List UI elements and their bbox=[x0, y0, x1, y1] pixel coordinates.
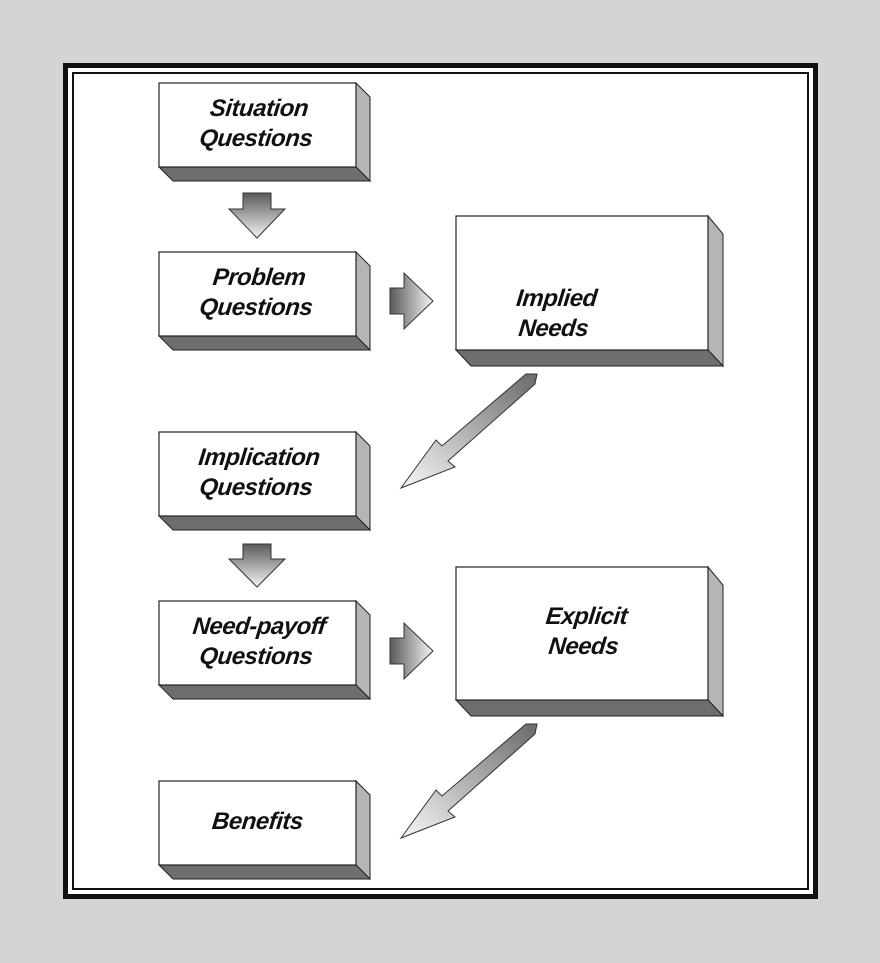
arrow-down-implication-to-need-payoff bbox=[227, 543, 287, 588]
label-line: Needs bbox=[547, 633, 620, 660]
label-problem-questions: Problem Questions bbox=[156, 263, 359, 323]
box-side bbox=[707, 214, 724, 368]
box-bottom bbox=[157, 864, 372, 880]
box-face bbox=[455, 566, 709, 701]
box-bottom bbox=[157, 166, 372, 182]
label-implied-needs: Implied Needs bbox=[477, 284, 633, 344]
label-benefits: Benefits bbox=[157, 807, 357, 837]
label-line: Implied bbox=[514, 285, 599, 312]
arrow-right-problem-to-implied bbox=[389, 271, 434, 331]
label-line: Explicit bbox=[544, 603, 629, 630]
box-benefits bbox=[157, 779, 372, 881]
box-face bbox=[158, 780, 357, 866]
box-bottom bbox=[157, 515, 372, 531]
label-line: Questions bbox=[198, 125, 314, 152]
arrow-diagonal-implied-to-implication bbox=[399, 373, 538, 490]
label-explicit-needs: Explicit Needs bbox=[502, 602, 668, 662]
label-line: Implication bbox=[197, 444, 322, 471]
box-bottom bbox=[454, 349, 725, 367]
arrow-down-situation-to-problem bbox=[227, 192, 287, 239]
label-implication-questions: Implication Questions bbox=[156, 443, 359, 503]
label-situation-questions: Situation Questions bbox=[156, 94, 359, 154]
label-line: Questions bbox=[198, 294, 314, 321]
box-bottom bbox=[454, 699, 725, 717]
box-explicit-needs bbox=[454, 565, 725, 718]
box-face bbox=[158, 251, 357, 337]
box-face bbox=[158, 431, 357, 517]
arrow-diagonal-explicit-to-benefits bbox=[399, 723, 538, 840]
inner-frame-line bbox=[72, 72, 809, 890]
label-line: Need-payoff bbox=[191, 613, 327, 640]
label-line: Problem bbox=[211, 264, 307, 291]
label-need-payoff-questions: Need-payoff Questions bbox=[156, 612, 359, 672]
arrow-right-need-payoff-to-explicit bbox=[389, 621, 434, 681]
box-face bbox=[158, 82, 357, 168]
box-bottom bbox=[157, 335, 372, 351]
box-side bbox=[355, 779, 371, 881]
box-situation-questions bbox=[157, 81, 372, 183]
label-line: Needs bbox=[517, 315, 590, 342]
box-implication-questions bbox=[157, 430, 372, 532]
box-implied-needs bbox=[454, 214, 725, 368]
box-bottom bbox=[157, 684, 372, 700]
box-face bbox=[455, 215, 709, 351]
box-side bbox=[707, 565, 724, 718]
label-line: Questions bbox=[198, 643, 314, 670]
label-line: Questions bbox=[198, 474, 314, 501]
box-problem-questions bbox=[157, 250, 372, 352]
box-face bbox=[158, 600, 357, 686]
label-line: Situation bbox=[208, 95, 310, 122]
box-need-payoff-questions bbox=[157, 599, 372, 701]
label-line: Benefits bbox=[210, 808, 305, 835]
